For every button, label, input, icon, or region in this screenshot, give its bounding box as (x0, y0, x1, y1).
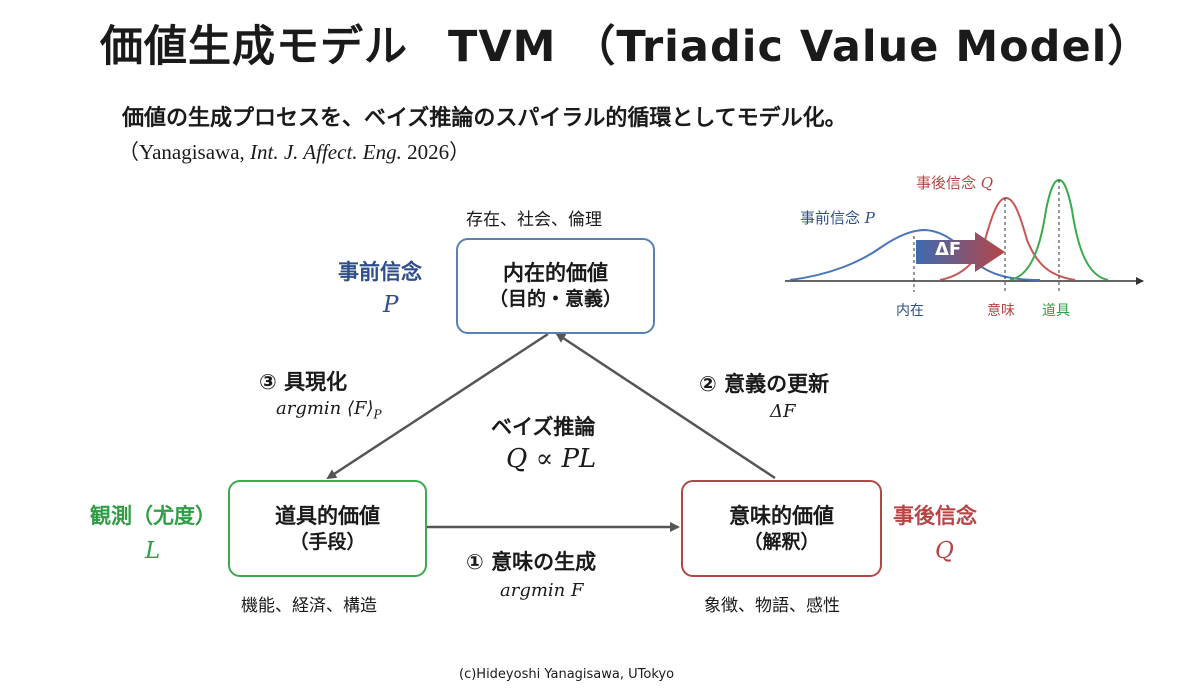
edge3-formula-sub: P (373, 407, 382, 422)
intrinsic-value-label: 内在的価値 (503, 261, 608, 285)
title-en: TVM （Triadic Value Model） (448, 22, 1152, 72)
instrumental-value-label: 道具的価値 (275, 503, 380, 528)
inset-prior-label: 事前信念 P (800, 209, 875, 227)
page-title: 価値生成モデル TVM （Triadic Value Model） (100, 12, 1151, 74)
center-formula: Q ∝ PL (506, 444, 597, 474)
inset-tick-instrumental: 道具 (1042, 303, 1070, 319)
title-ja: 価値生成モデル (100, 22, 408, 72)
prior-belief-var: P (383, 292, 399, 318)
center-label: ベイズ推論 (491, 415, 596, 439)
edge1-formula: argmin F (500, 580, 584, 601)
intrinsic-value-sub: （目的・意義） (488, 288, 622, 311)
edge2-formula: ΔF (770, 401, 796, 422)
meaning-value-label: 意味的価値 (729, 503, 834, 528)
inset-tick-intrinsic: 内在 (896, 303, 924, 319)
intrinsic-value-node: 内在的価値 （目的・意義） (456, 238, 655, 334)
arrow-intrinsic-to-instrumental (326, 332, 549, 480)
posterior-belief-label: 事後信念 (893, 504, 977, 528)
instrumental-examples: 機能、経済、構造 (241, 596, 377, 616)
meaning-value-sub: （解釈） (743, 530, 820, 553)
intrinsic-examples: 存在、社会、倫理 (466, 210, 602, 230)
instrumental-value-node: 道具的価値 （手段） (228, 480, 427, 577)
prior-belief-label: 事前信念 (338, 260, 422, 284)
edge1-label: ① 意味の生成 (466, 550, 597, 574)
subtitle: 価値の生成プロセスを、ベイズ推論のスパイラル的循環としてモデル化。 (122, 106, 847, 131)
inset-tick-meaning: 意味 (987, 303, 1015, 319)
likelihood-label: 観測（尤度） (90, 504, 216, 528)
edge2-label: ② 意義の更新 (699, 372, 830, 396)
citation: （Yanagisawa, Int. J. Affect. Eng. 2026） (118, 140, 471, 164)
inset-posterior-label: 事後信念 Q (916, 174, 994, 192)
likelihood-var: L (145, 538, 161, 564)
meaning-examples: 象徴、物語、感性 (704, 596, 840, 616)
posterior-belief-var: Q (935, 538, 954, 564)
meaning-value-node: 意味的価値 （解釈） (681, 480, 882, 577)
edge3-label: ③ 具現化 (259, 370, 348, 394)
delta-f-label: ΔF (935, 239, 962, 260)
citation-journal: Int. J. Affect. Eng. (250, 140, 402, 164)
footer-copyright: (c)Hideyoshi Yanagisawa, UTokyo (459, 667, 675, 682)
delta-f-arrow (916, 232, 1005, 272)
arrow-meaning-to-intrinsic (555, 332, 776, 480)
edge3-formula: argmin ⟨F⟩P (276, 398, 382, 422)
instrumental-value-sub: （手段） (289, 530, 366, 553)
prior-curve (789, 228, 1041, 281)
